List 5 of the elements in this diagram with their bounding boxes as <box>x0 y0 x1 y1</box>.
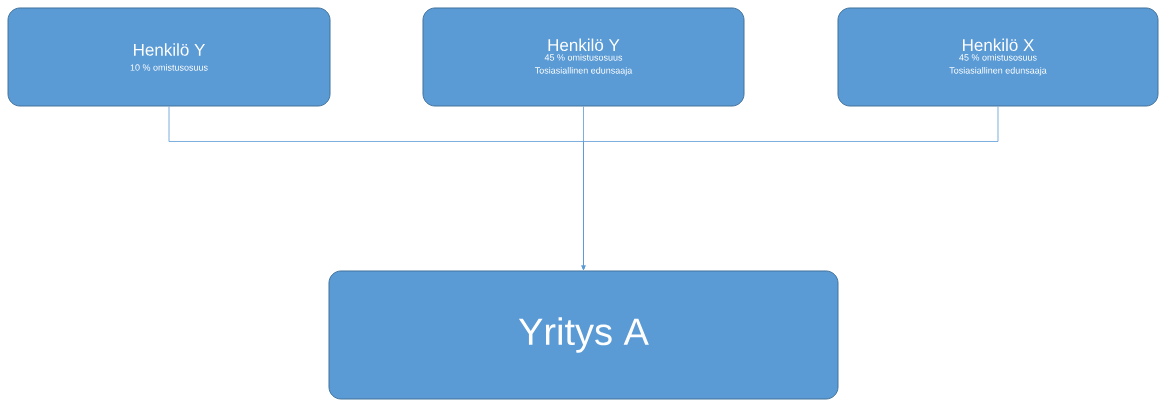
person-box: Henkilö Y 10 % omistusosuus <box>7 7 331 107</box>
company-box: Yritys A <box>328 270 839 400</box>
person-box: Henkilö X 45 % omistusosuus Tosiasiallinen edunsaaja <box>837 7 1159 107</box>
arrow <box>581 106 999 270</box>
person-box: Henkilö Y 45 % omistusosuus Tosiasiallinen edunsaaja <box>422 7 745 107</box>
